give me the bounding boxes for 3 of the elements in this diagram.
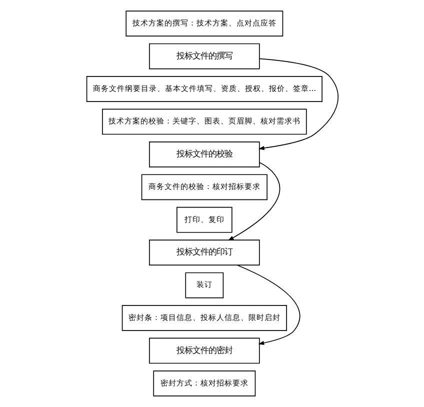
- arrow: [236, 264, 300, 345]
- arrow: [227, 162, 280, 241]
- arrow: [258, 58, 338, 150]
